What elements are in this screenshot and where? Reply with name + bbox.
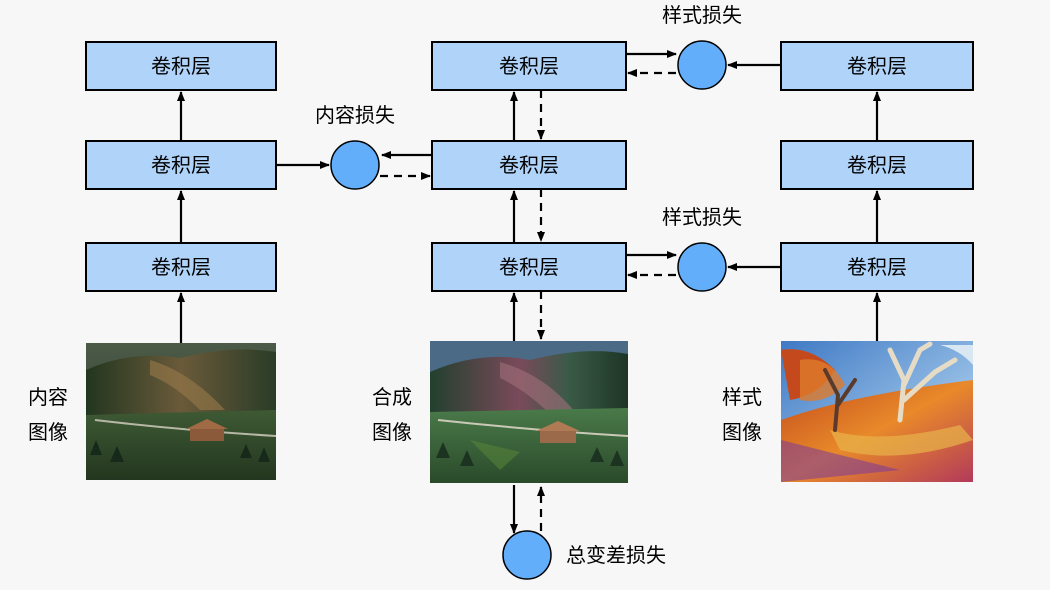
content-branch: 卷积层 卷积层 卷积层 内容 图像 — [28, 41, 277, 480]
content-image-label-line1: 内容 — [28, 385, 68, 409]
style-conv-layer-top-label: 卷积层 — [847, 54, 907, 78]
synth-image-label-line1: 合成 — [372, 385, 412, 409]
synthesized-image — [430, 341, 629, 483]
content-conv-layer-middle: 卷积层 — [85, 140, 277, 190]
content-loss-node — [330, 140, 380, 190]
style-image-label-line2: 图像 — [722, 420, 762, 444]
content-image — [86, 343, 277, 480]
total-variation-loss-label: 总变差损失 — [566, 543, 666, 567]
total-variation-loss: 总变差损失 — [502, 485, 666, 580]
style-loss-middle-node — [677, 242, 727, 292]
total-variation-loss-node — [502, 530, 552, 580]
content-conv-layer-top: 卷积层 — [85, 41, 277, 91]
synth-image-label-line2: 图像 — [372, 420, 412, 444]
content-loss: 内容损失 — [276, 103, 432, 190]
synth-conv-layer-top-label: 卷积层 — [499, 54, 559, 78]
content-loss-label: 内容损失 — [315, 103, 395, 127]
synth-conv-layer-top: 卷积层 — [431, 41, 627, 91]
synth-conv-layer-bottom: 卷积层 — [431, 242, 627, 292]
style-loss-middle: 样式损失 — [626, 205, 781, 292]
content-conv-layer-bottom-label: 卷积层 — [151, 255, 211, 279]
synth-conv-layer-bottom-label: 卷积层 — [499, 255, 559, 279]
style-conv-layer-middle-label: 卷积层 — [847, 153, 907, 177]
style-loss-middle-label: 样式损失 — [662, 205, 742, 229]
content-conv-layer-middle-label: 卷积层 — [151, 153, 211, 177]
style-conv-layer-top: 卷积层 — [780, 41, 974, 91]
style-conv-layer-bottom: 卷积层 — [780, 242, 974, 292]
content-image-label-line2: 图像 — [28, 420, 68, 444]
style-loss-top-label: 样式损失 — [662, 3, 742, 27]
style-image-label-line1: 样式 — [722, 385, 762, 409]
content-conv-layer-bottom: 卷积层 — [85, 242, 277, 292]
style-image — [781, 341, 973, 482]
style-loss-top: 样式损失 — [626, 3, 781, 90]
content-conv-layer-top-label: 卷积层 — [151, 54, 211, 78]
synthesized-branch: 卷积层 卷积层 卷积层 合成 图像 — [372, 41, 666, 580]
synth-conv-layer-middle: 卷积层 — [431, 140, 627, 190]
style-conv-layer-bottom-label: 卷积层 — [847, 255, 907, 279]
style-loss-top-node — [677, 40, 727, 90]
style-conv-layer-middle: 卷积层 — [780, 140, 974, 190]
style-branch: 卷积层 卷积层 卷积层 样式 图像 — [722, 41, 974, 482]
synth-conv-layer-middle-label: 卷积层 — [499, 153, 559, 177]
